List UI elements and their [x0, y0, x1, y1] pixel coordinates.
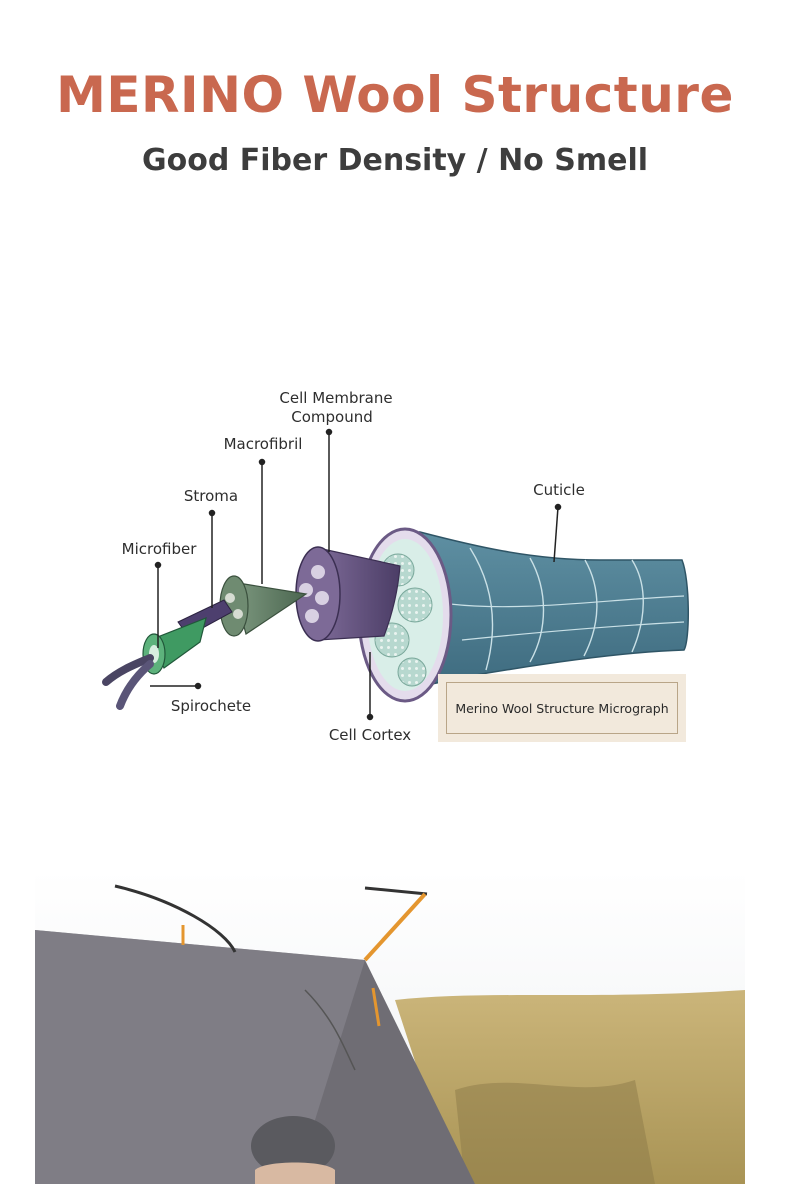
macrofibril: [220, 576, 306, 636]
label-cell-membrane-line1: Cell Membrane: [279, 389, 392, 407]
label-spirochete: Spirochete: [171, 697, 251, 715]
tent-photo: [35, 870, 745, 1184]
spirochete: [106, 658, 150, 706]
label-stroma: Stroma: [184, 487, 238, 505]
label-cell-cortex: Cell Cortex: [329, 726, 411, 744]
person-face: [255, 1163, 335, 1184]
wool-structure-diagram: Cell Membrane Compound Macrofibril Strom…: [0, 0, 790, 790]
label-macrofibril: Macrofibril: [224, 435, 303, 453]
micrograph-caption-text: Merino Wool Structure Micrograph: [446, 682, 678, 734]
label-microfiber: Microfiber: [122, 540, 198, 558]
micrograph-caption: Merino Wool Structure Micrograph: [438, 674, 686, 742]
label-cell-membrane-line2: Compound: [291, 408, 373, 426]
label-cuticle: Cuticle: [533, 481, 585, 499]
